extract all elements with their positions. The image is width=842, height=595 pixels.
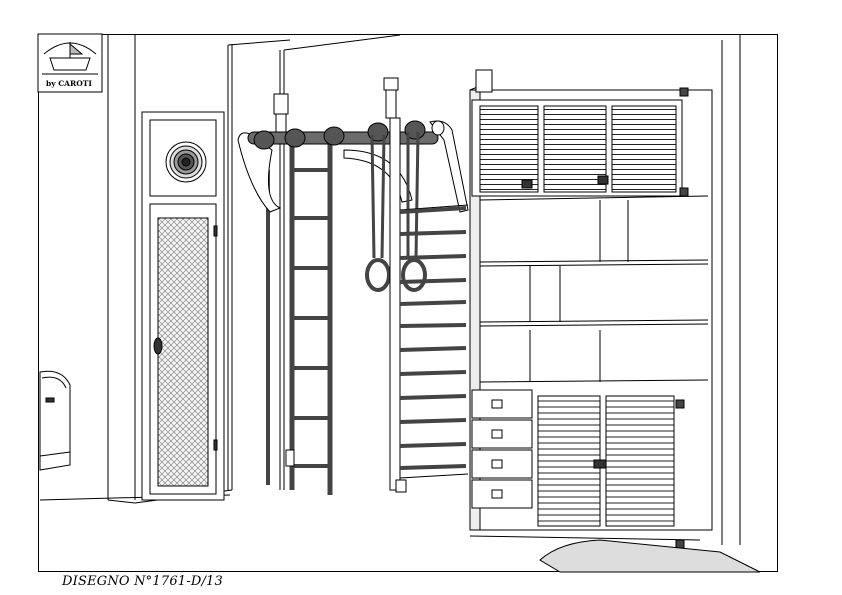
heater-unit bbox=[39, 370, 71, 471]
wall-cabinet bbox=[469, 69, 713, 549]
gym-crossbar bbox=[237, 77, 469, 213]
room-walls bbox=[39, 34, 741, 545]
caroti-logo bbox=[37, 33, 103, 93]
gymnastic-rings bbox=[365, 131, 427, 292]
floor-mat bbox=[539, 539, 761, 573]
cabin-door bbox=[141, 111, 225, 501]
drawing-caption: DISEGNO N°1761-D/13 bbox=[62, 574, 223, 589]
rope-ladder bbox=[266, 93, 333, 495]
logo-text: by CAROTI bbox=[46, 79, 92, 88]
wall-bars bbox=[389, 117, 469, 493]
